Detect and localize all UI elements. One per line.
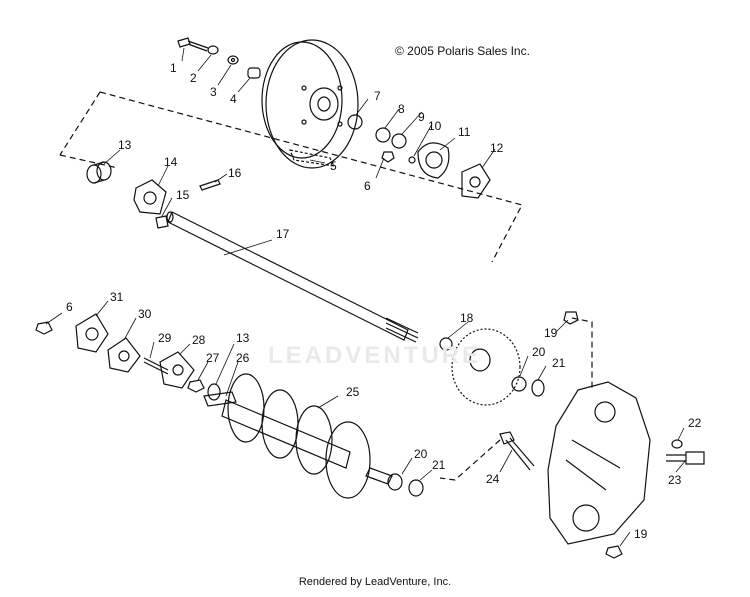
part-2-washer bbox=[207, 45, 219, 55]
part-8-seal bbox=[375, 127, 391, 143]
callout-4: 4 bbox=[230, 92, 237, 106]
callout-26: 26 bbox=[236, 351, 250, 365]
copyright-text: © 2005 Polaris Sales Inc. bbox=[395, 44, 530, 58]
callout-19-lower: 19 bbox=[634, 527, 648, 541]
callout-20-upper: 20 bbox=[532, 345, 546, 359]
callout-10: 10 bbox=[428, 119, 442, 133]
part-27-nut bbox=[187, 379, 205, 393]
callout-3: 3 bbox=[210, 85, 217, 99]
callout-29: 29 bbox=[158, 331, 172, 345]
part-23-bolt bbox=[666, 451, 705, 465]
callout-24: 24 bbox=[486, 472, 500, 486]
part-30-flange bbox=[107, 337, 141, 373]
callout-17: 17 bbox=[276, 227, 290, 241]
callout-13-lower: 13 bbox=[236, 331, 250, 345]
part-20-bearing-upper bbox=[511, 376, 527, 392]
watermark: LEADVENTURE bbox=[268, 342, 482, 369]
callout-19-upper: 19 bbox=[544, 326, 558, 340]
callout-23: 23 bbox=[668, 473, 682, 487]
callout-11: 11 bbox=[458, 125, 471, 139]
callout-12: 12 bbox=[490, 141, 504, 155]
callout-21-lower: 21 bbox=[432, 458, 446, 472]
part-3-washer bbox=[227, 55, 239, 65]
part-29-bolt bbox=[143, 357, 169, 375]
assembly-dash-line-bolt bbox=[439, 439, 501, 481]
callout-8: 8 bbox=[398, 102, 405, 116]
part-19-nut-upper bbox=[563, 311, 579, 325]
callout-leader-lines bbox=[45, 47, 687, 547]
part-22-washer bbox=[671, 439, 683, 449]
part-11-bearing-flange bbox=[417, 142, 450, 179]
callout-18: 18 bbox=[460, 311, 474, 325]
part-21-seal-lower bbox=[408, 479, 424, 497]
callout-30: 30 bbox=[138, 307, 152, 321]
part-17-drive-shaft bbox=[166, 211, 419, 343]
part-10-washer bbox=[408, 156, 416, 164]
part-4-spacer bbox=[247, 67, 261, 79]
callout-13-upper: 13 bbox=[118, 138, 132, 152]
callout-labels: 1 2 3 4 7 8 9 10 11 12 5 6 13 14 15 16 1… bbox=[66, 61, 702, 541]
part-18-ring bbox=[439, 337, 453, 351]
part-25-drive-sprocket-assembly bbox=[221, 373, 393, 499]
callout-7: 7 bbox=[374, 89, 381, 103]
callout-2: 2 bbox=[190, 71, 197, 85]
callout-1: 1 bbox=[170, 61, 177, 75]
render-credit: Rendered by LeadVenture, Inc. bbox=[298, 576, 452, 588]
chaincase-housing bbox=[547, 381, 651, 545]
part-13-bearing-upper bbox=[86, 161, 112, 184]
callout-27: 27 bbox=[206, 351, 220, 365]
assembly-dash-line-right bbox=[571, 317, 593, 390]
part-5-sprocket-chain bbox=[261, 39, 359, 169]
part-1-bolt bbox=[177, 37, 209, 52]
part-15-pin bbox=[155, 215, 169, 229]
part-20-bearing-lower bbox=[387, 473, 403, 491]
callout-9: 9 bbox=[418, 110, 425, 124]
part-24-bolt bbox=[499, 431, 535, 471]
part-9-seal bbox=[391, 133, 407, 149]
callout-14: 14 bbox=[164, 155, 178, 169]
callout-5: 5 bbox=[330, 159, 337, 173]
part-31-bearing-flange bbox=[75, 313, 109, 353]
part-28-flange bbox=[159, 351, 195, 389]
part-19-nut-lower bbox=[605, 545, 623, 559]
part-12-bearing-flange bbox=[461, 163, 491, 199]
part-13-bearing-lower bbox=[207, 383, 221, 401]
callout-21-upper: 21 bbox=[552, 356, 566, 370]
callout-6-upper: 6 bbox=[364, 179, 371, 193]
callout-28: 28 bbox=[192, 333, 206, 347]
callout-15: 15 bbox=[176, 188, 190, 202]
part-16-key bbox=[199, 179, 221, 191]
part-7-o-ring bbox=[347, 114, 363, 130]
callout-16: 16 bbox=[228, 166, 242, 180]
assembly-dash-line-upper bbox=[59, 91, 523, 263]
callout-6-lower: 6 bbox=[66, 300, 73, 314]
part-6-nut-lower bbox=[35, 321, 53, 335]
callout-22: 22 bbox=[688, 416, 702, 430]
brake-disc bbox=[451, 328, 521, 406]
part-14-bearing-flange bbox=[133, 179, 167, 215]
callout-25: 25 bbox=[346, 385, 360, 399]
part-6-nut-upper bbox=[381, 151, 395, 163]
part-21-seal-upper bbox=[531, 379, 545, 397]
part-26-shaft-end bbox=[203, 391, 237, 407]
callout-31: 31 bbox=[110, 290, 124, 304]
callout-20-lower: 20 bbox=[414, 447, 428, 461]
